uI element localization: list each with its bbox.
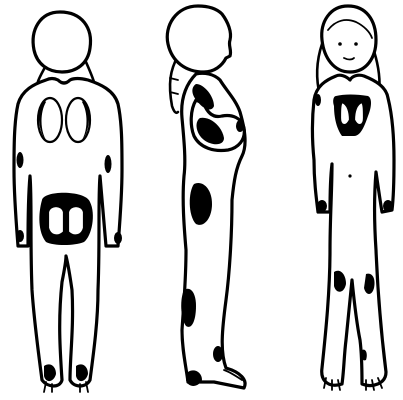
front-right-hand-lesion: [383, 200, 393, 212]
front-left-hand-lesion: [317, 200, 327, 212]
back-right-elbow-lesion: [105, 155, 112, 173]
front-left-shoulder-lesion: [315, 94, 321, 106]
front-head: [322, 6, 376, 72]
back-head: [33, 12, 90, 72]
back-right-buttock: [68, 206, 84, 235]
back-left-buttock: [48, 206, 64, 235]
back-left-hand-lesion: [16, 230, 24, 242]
figure-back-view: [14, 12, 122, 392]
front-navel: [348, 174, 351, 177]
side-hair-tail: [170, 56, 178, 113]
back-right-hand-lesion: [114, 232, 122, 244]
front-left-eye: [338, 42, 342, 46]
side-hand-lesion: [236, 120, 244, 132]
figure-front-view: [313, 6, 395, 390]
side-head: [167, 6, 230, 72]
back-left-elbow-lesion: [17, 152, 24, 168]
front-right-eye: [354, 42, 358, 46]
figure-side-view: [167, 6, 245, 388]
side-ankle-lesion: [213, 346, 223, 362]
